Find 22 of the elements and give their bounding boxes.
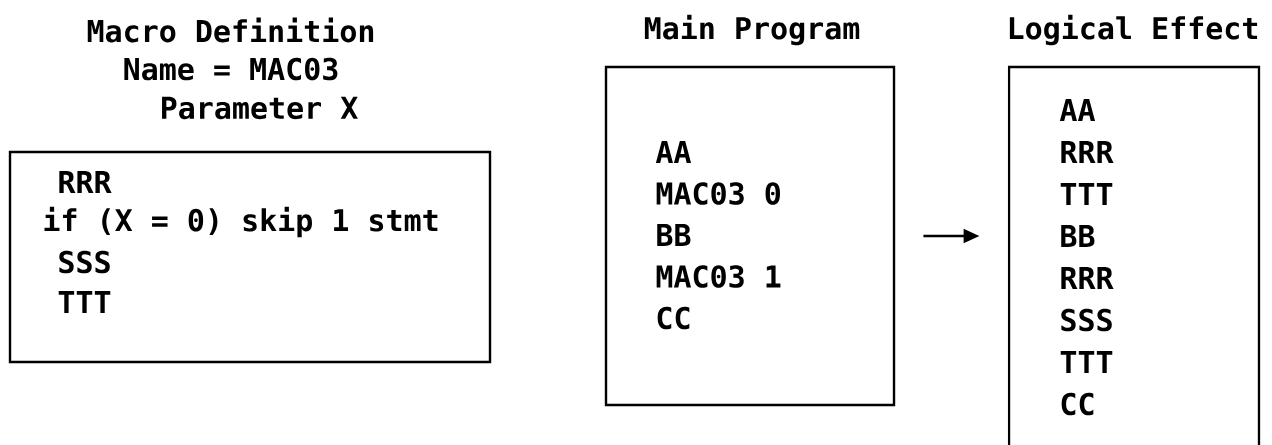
code-line: RRR [1061,141,1114,163]
code-line: MAC03 0 [656,182,780,205]
code-line: RRR [1061,267,1114,289]
code-line: if (X = 0) skip 1 stmt [44,206,438,238]
code-line: BB [1061,225,1095,247]
code-line: CC [1061,392,1094,416]
code-line: RRR [59,171,112,193]
code-line: SSS [59,250,110,274]
code-line: BB [657,224,691,246]
heading: Main Program [644,14,860,46]
heading: Macro Definition [87,17,374,43]
code-line: SSS [1061,308,1112,332]
code-line: MAC03 1 [656,265,781,288]
code-line: TTT [1060,351,1113,373]
code-line: AA [1059,99,1096,121]
code-line: TTT [1060,183,1113,205]
code-line: TTT [58,291,111,313]
heading: Name = MAC03 [124,57,338,81]
heading: Logical Effect [1009,14,1258,46]
heading: Parameter X [162,96,358,120]
code-line: AA [655,141,692,163]
code-line: CC [657,306,690,330]
